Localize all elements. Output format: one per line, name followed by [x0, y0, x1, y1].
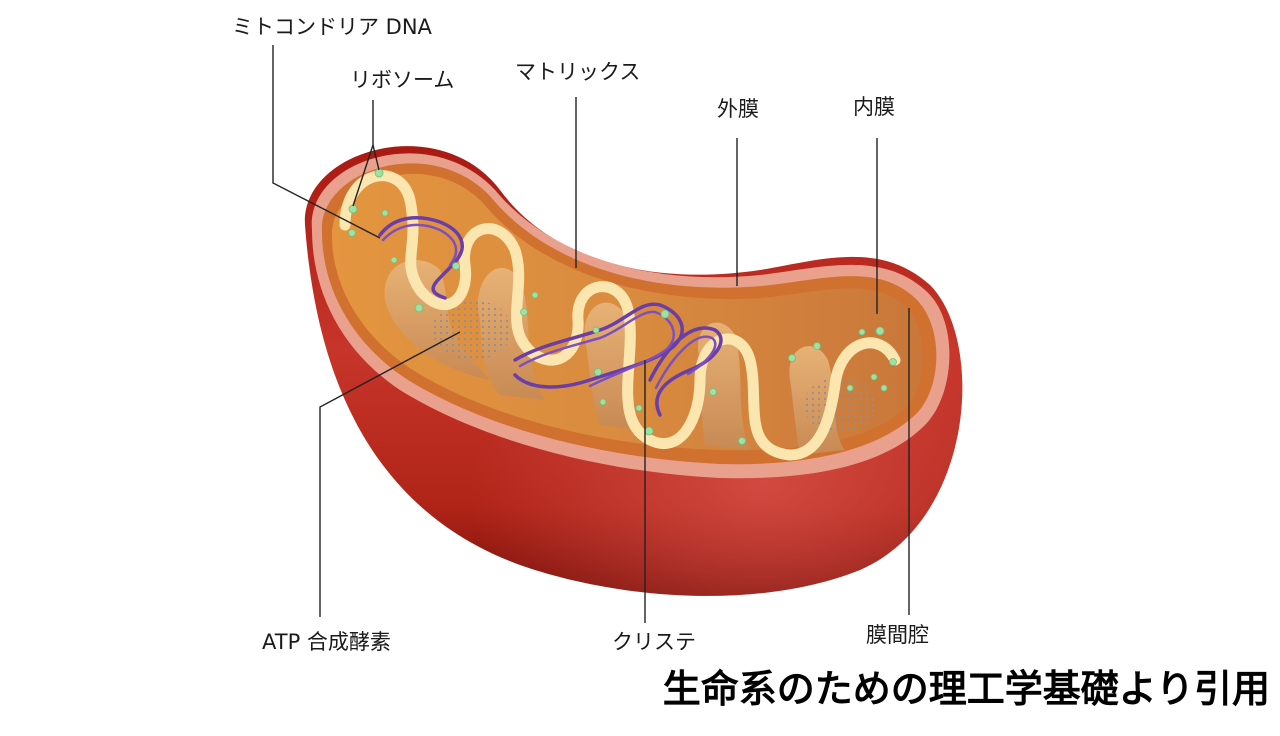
inner-membrane-cristae	[339, 170, 901, 461]
leader-lines	[272, 45, 910, 623]
label-matrix: マトリックス	[515, 60, 641, 84]
leader-mtdna	[272, 45, 381, 239]
label-mtdna: ミトコンドリア DNA	[232, 15, 432, 39]
label-cristae: クリステ	[612, 630, 696, 654]
label-intermembrane-space: 膜間腔	[866, 623, 929, 647]
label-inner-membrane: 内膜	[853, 95, 895, 119]
leader-ribosome-2	[372, 144, 380, 171]
label-outer-membrane: 外膜	[717, 97, 759, 121]
leader-atp-synthase	[319, 331, 461, 617]
label-atp-synthase: ATP 合成酵素	[262, 630, 391, 654]
source-credit: 生命系のための理工学基礎より引用	[662, 667, 1270, 711]
mtdna-strand-2	[381, 223, 717, 390]
ribosome-dots	[348, 168, 897, 445]
mtdna-strand	[378, 216, 723, 417]
label-ribosome: リボソーム	[350, 68, 455, 92]
